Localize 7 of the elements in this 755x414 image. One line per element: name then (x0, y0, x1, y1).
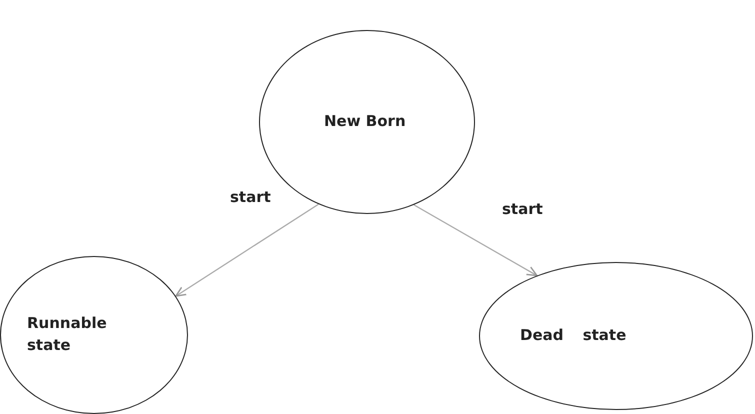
state-circle (479, 262, 753, 410)
arrow (175, 204, 319, 297)
state-name: Runnable state (27, 313, 108, 356)
state-circle (0, 256, 188, 414)
arrow (414, 204, 538, 276)
state-name: Dead state (520, 325, 628, 346)
state-name: New Born (324, 111, 407, 132)
